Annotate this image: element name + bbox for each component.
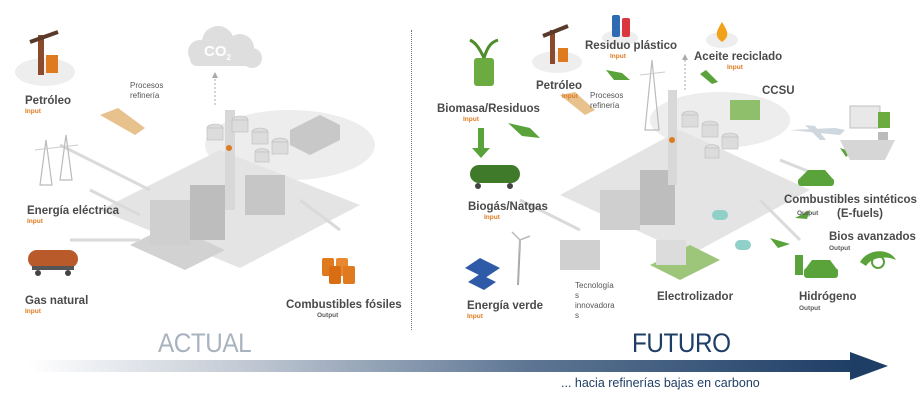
output-hidrogeno-tag: Output	[799, 305, 821, 312]
co2-label: CO2	[204, 43, 231, 62]
tecnologias-innovadoras-label: Tecnología s innovadora s	[575, 281, 615, 320]
input-energia-electrica-tag: Input	[27, 218, 43, 225]
oil-pump-icon	[15, 30, 75, 86]
output-bios-avanzados-tag: Output	[829, 245, 851, 252]
charging-car-icon	[795, 255, 838, 278]
output-combustibles-sinteticos-tag: Output	[797, 210, 819, 217]
input-biomasa-residuos-tag: Input	[463, 116, 479, 123]
era-futuro: FUTURO	[632, 328, 731, 358]
plastic-bottles-icon	[602, 15, 638, 46]
input-petroleo-futuro-tag: Input	[562, 93, 578, 100]
timeline-arrow	[28, 352, 888, 380]
input-aceite-reciclado-label: Aceite reciclado	[694, 51, 783, 63]
section-divider	[411, 30, 412, 330]
output-bios-avanzados-label: Bios avanzados	[829, 231, 916, 243]
ship-icon	[840, 132, 895, 160]
fuel-barrels-icon	[322, 258, 355, 284]
fuel-nozzle-icon	[860, 251, 896, 269]
input-biomasa-residuos-label: Biomasa/Residuos	[437, 103, 540, 115]
input-residuo-plastico-tag: Input	[610, 53, 626, 60]
input-energia-verde-label: Energía verde	[467, 300, 544, 312]
input-gas-natural-tag: Input	[25, 308, 41, 315]
gas-tanker-icon	[28, 250, 78, 276]
power-tower-icon	[34, 134, 79, 186]
input-petroleo-futuro-label: Petróleo	[536, 80, 583, 92]
truck-icon	[849, 105, 890, 129]
input-gas-natural-label: Gas natural	[25, 295, 89, 307]
output-combustibles-fosiles-label: Combustibles fósiles	[286, 299, 402, 311]
airplane-icon	[790, 125, 845, 140]
input-petroleo-tag: Input	[25, 108, 41, 115]
output-hidrogeno-label: Hidrógeno	[799, 291, 857, 303]
oil-pump-icon-2	[532, 24, 582, 73]
green-car-icon	[798, 170, 834, 186]
input-energia-verde-tag: Input	[467, 313, 483, 320]
electrolizador-label: Electrolizador	[657, 291, 734, 303]
input-biogas-natgas-label: Biogás/Natgas	[468, 201, 548, 213]
output-e-fuels-label: (E-fuels)	[837, 208, 883, 220]
refinery-futuro	[472, 54, 852, 280]
procesos-refineria-futuro: Procesos refinería	[590, 91, 624, 110]
output-combustibles-fosiles-tag: Output	[317, 312, 339, 319]
plant-bin-icon	[469, 38, 499, 86]
ccsu-label: CCSU	[762, 85, 795, 97]
caption: ... hacia refinerías bajas en carbono	[561, 376, 760, 390]
biogas-tanker-icon	[470, 165, 520, 189]
input-energia-electrica-label: Energía eléctrica	[27, 205, 120, 217]
refinery-actual	[59, 26, 375, 270]
era-actual: ACTUAL	[158, 328, 252, 358]
output-combustibles-sinteticos-label: Combustibles sintéticos	[784, 194, 917, 206]
solar-panel-icon	[465, 231, 531, 290]
input-petroleo-label: Petróleo	[25, 95, 72, 107]
oil-drop-icon	[706, 22, 738, 48]
input-aceite-reciclado-tag: Input	[727, 64, 743, 71]
procesos-refineria-actual: Procesos refinería	[130, 81, 164, 100]
input-residuo-plastico-label: Residuo plástico	[585, 40, 678, 52]
input-biogas-natgas-tag: Input	[484, 214, 500, 221]
